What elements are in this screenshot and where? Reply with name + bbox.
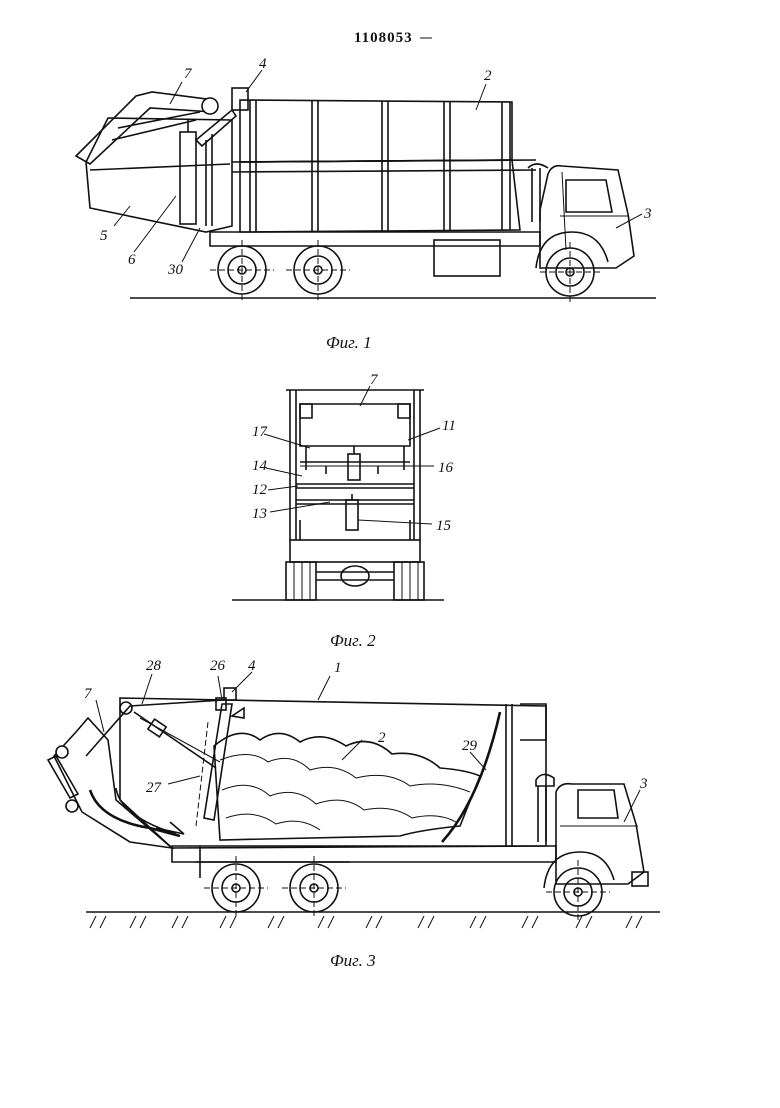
fig1-label-5: 5 xyxy=(100,228,108,244)
fig1-ribs xyxy=(249,100,511,232)
fig3-label-7: 7 xyxy=(84,686,93,702)
fig2-label-11: 11 xyxy=(442,418,456,434)
fig3-caption: Фиг. 3 xyxy=(330,951,376,970)
fig2-label-17: 17 xyxy=(252,424,269,440)
fig1-pivot xyxy=(201,97,219,115)
fig2-upper-cylinder xyxy=(347,453,361,481)
fig3-label-26: 26 xyxy=(210,658,226,674)
fig3-body xyxy=(119,697,547,849)
fig3-label-4: 4 xyxy=(248,658,256,674)
fig1-cab-window xyxy=(565,179,613,213)
fig3-cab-window xyxy=(577,789,619,819)
fig3-arrow xyxy=(155,821,185,835)
fig1-label-4: 4 xyxy=(259,56,267,72)
fig1-wheel-rear-2 xyxy=(286,240,350,300)
fig1-container-top xyxy=(239,99,513,163)
fig1-rail-lower xyxy=(231,169,537,173)
fig1-label-6: 6 xyxy=(128,252,136,268)
figure-2: 7 17 11 14 16 12 13 15 Фиг. 2 xyxy=(232,372,456,650)
fig1-label-7: 7 xyxy=(184,66,193,82)
fig3-wheel-front xyxy=(543,851,615,920)
fig2-wheel-right xyxy=(393,561,425,601)
fig2-label-15: 15 xyxy=(436,518,452,534)
fig1-rail-upper xyxy=(231,159,537,163)
fig3-wheel-rear-2 xyxy=(282,856,346,916)
fig1-label-2: 2 xyxy=(484,68,492,84)
fig2-axle xyxy=(316,571,394,581)
fig2-label-12: 12 xyxy=(252,482,268,498)
fig1-side-box xyxy=(433,239,501,277)
fig3-label-27: 27 xyxy=(146,780,163,796)
fig1-caption: Фиг. 1 xyxy=(326,333,372,352)
fig2-label-7: 7 xyxy=(370,372,379,388)
fig2-differential xyxy=(340,565,370,587)
fig1-lever xyxy=(74,91,215,165)
fig1-cab xyxy=(539,164,635,269)
fig1-wheel-front xyxy=(535,231,609,304)
patent-number: 1108053 xyxy=(354,30,413,46)
fig2-label-13: 13 xyxy=(252,506,267,522)
fig1-label-30: 30 xyxy=(167,262,184,278)
fig3-ground-hatch xyxy=(89,915,643,929)
fig3-lever-arc xyxy=(88,789,181,838)
fig1-hopper xyxy=(85,117,233,233)
fig3-ejector-plate xyxy=(441,711,502,843)
fig1-label-3: 3 xyxy=(643,206,652,222)
fig3-hopper xyxy=(53,716,175,850)
figure-3: 28 26 4 1 7 2 29 3 27 Фиг. 3 xyxy=(46,658,660,970)
figure-1: 7 4 2 3 5 6 30 Фиг. 1 xyxy=(74,56,656,352)
fig3-cab xyxy=(555,782,645,885)
fig2-lever-box xyxy=(299,403,411,447)
fig2-wheel-left xyxy=(285,561,317,601)
fig3-refuse xyxy=(213,732,482,841)
fig1-wheel-rear-1 xyxy=(210,240,274,300)
fig1-exhaust xyxy=(527,163,549,222)
fig2-lower-frame xyxy=(289,539,421,563)
fig1-chassis xyxy=(209,231,541,247)
fig3-exhaust xyxy=(535,773,555,842)
fig3-label-1: 1 xyxy=(334,660,342,676)
fig3-label-2: 2 xyxy=(378,730,386,746)
fig3-wheel-rear-1 xyxy=(204,856,268,916)
fig3-bracket-4 xyxy=(223,687,237,701)
fig3-label-29: 29 xyxy=(462,738,478,754)
fig2-label-14: 14 xyxy=(252,458,268,474)
fig3-compaction-plate xyxy=(203,703,233,821)
fig3-label-3: 3 xyxy=(639,776,648,792)
fig3-label-28: 28 xyxy=(146,658,162,674)
fig2-caption: Фиг. 2 xyxy=(330,631,376,650)
fig1-bracket-4 xyxy=(231,87,249,111)
fig2-label-16: 16 xyxy=(438,460,454,476)
fig1-cylinder xyxy=(179,131,197,225)
